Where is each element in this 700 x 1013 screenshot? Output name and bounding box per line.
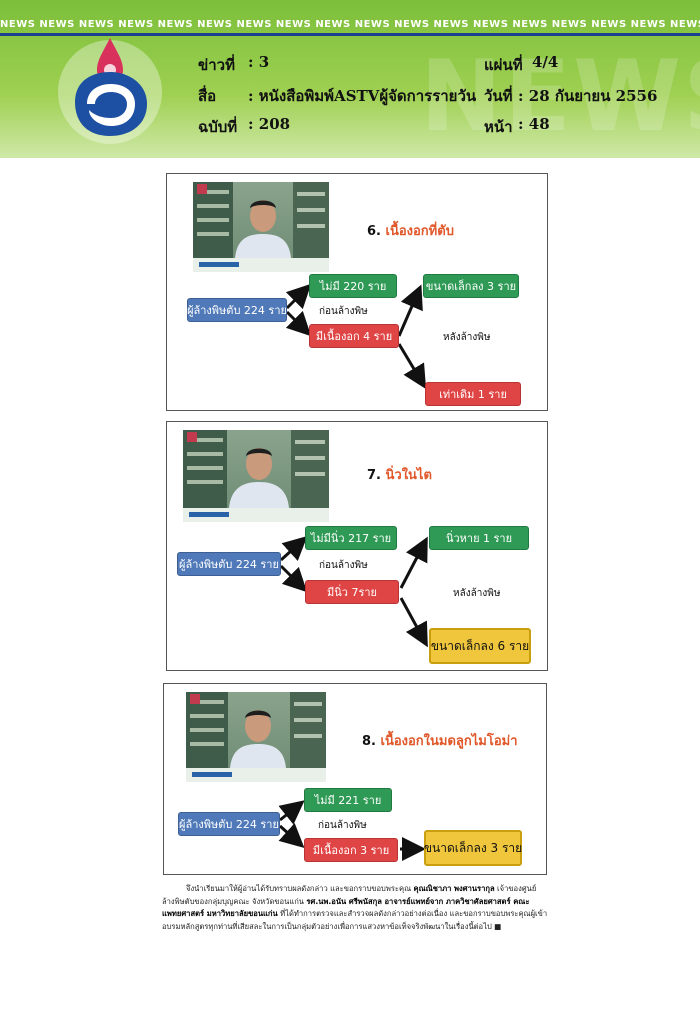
video-still-photo	[186, 692, 326, 782]
slide-title: 8. เนื้องอกในมดลูกไมโอม่า	[362, 730, 518, 751]
result-bottom-box: เท่าเดิม 1 ราย	[425, 382, 521, 406]
date-value: : 28 กันยายน 2556	[518, 87, 658, 105]
result-box: ขนาดเล็กลง 3 ราย	[424, 830, 522, 866]
after-label: หลังล้างพิษ	[443, 332, 491, 343]
article-text-2: คุณณิชาภา พงศานรากุล	[413, 884, 495, 893]
before-label: ก่อนล้างพิษ	[319, 306, 368, 317]
slide-number: 6.	[367, 224, 381, 239]
sheet-label: แผ่นที่	[484, 56, 523, 74]
branch-top-box: ไม่มี 220 ราย	[309, 274, 397, 298]
header-stripe	[0, 33, 700, 36]
result-bottom-box: ขนาดเล็กลง 6 ราย	[429, 628, 531, 664]
video-still-photo	[183, 430, 329, 522]
slide-title-text: เนื้องอกที่ตับ	[385, 224, 454, 239]
news-ticker: NEWS NEWS NEWS NEWS NEWS NEWS NEWS NEWS …	[0, 19, 700, 30]
branch-bottom-box: มีนิ่ว 7ราย	[305, 580, 399, 604]
news-number-label: ข่าวที่	[198, 56, 235, 74]
after-label: หลังล้างพิษ	[453, 588, 501, 599]
header-banner: NEWS NEWS NEWS NEWS NEWS NEWS NEWS NEWS …	[0, 0, 700, 158]
slide-title: 7. นิ่วในไต	[367, 464, 432, 485]
presenter-photo-icon	[193, 182, 329, 272]
slide-number: 7.	[367, 468, 381, 483]
media-value: : หนังสือพิมพ์ASTVผู้จัดการรายวัน	[248, 87, 477, 105]
news-number-value: : 3	[248, 53, 270, 71]
root-box: ผู้ล้างพิษตับ 224 ราย	[177, 552, 281, 576]
flow-arrows-icon	[279, 535, 428, 648]
slide-liver-tumor: 6. เนื้องอกที่ตับ ผู้ล้างพิษตับ 224 ราย …	[166, 173, 548, 411]
page-value: : 48	[518, 115, 550, 133]
article-text-1: จึงนำเรียนมาให้ผู้อ่านได้รับทราบผลดังกล่…	[186, 884, 414, 893]
slide-number: 8.	[362, 734, 376, 749]
issue-label: ฉบับที่	[198, 118, 238, 136]
branch-bottom-box: มีเนื้องอก 4 ราย	[309, 324, 399, 348]
article-paragraph: จึงนำเรียนมาให้ผู้อ่านได้รับทราบผลดังกล่…	[162, 883, 548, 933]
issue-value: : 208	[248, 115, 291, 133]
branch-top-box: ไม่มี 221 ราย	[304, 788, 392, 812]
presenter-photo-icon	[183, 430, 329, 522]
page-label: หน้า	[484, 118, 513, 136]
organization-logo-icon	[58, 38, 162, 144]
before-label: ก่อนล้างพิษ	[319, 560, 368, 571]
root-box: ผู้ล้างพิษตับ 224 ราย	[178, 812, 280, 836]
article-text-4: รศ.นพ.อนัน ศรีพนัสกุล อาจารย์แพทย์จาก ภา…	[162, 896, 530, 919]
media-label: สื่อ	[198, 87, 217, 105]
branch-top-box: ไม่มีนิ่ว 217 ราย	[305, 526, 397, 550]
root-box: ผู้ล้างพิษตับ 224 ราย	[187, 298, 287, 322]
result-top-box: นิ่วหาย 1 ราย	[429, 526, 529, 550]
slide-title-text: นิ่วในไต	[385, 468, 432, 483]
branch-bottom-box: มีเนื้องอก 3 ราย	[304, 838, 398, 862]
slide-title: 6. เนื้องอกที่ตับ	[367, 220, 454, 241]
video-still-photo	[193, 182, 329, 272]
slide-title-text: เนื้องอกในมดลูกไมโอม่า	[380, 734, 518, 749]
article-text-3: เจ้าของศูนย์ล้างพิษตับของกลุ่มบุญคณะ จัง…	[162, 884, 537, 906]
date-label: วันที่	[484, 87, 513, 105]
flow-arrows-icon	[285, 283, 427, 390]
article-text-5: ที่ได้ทำการตรวจและสำรวจผลดังกล่าวอย่างต่…	[162, 909, 548, 931]
flow-arrows-icon	[278, 800, 426, 861]
news-watermark: NEWS	[420, 40, 700, 154]
slide-uterine-myoma: 8. เนื้องอกในมดลูกไมโอม่า ผู้ล้างพิษตับ …	[163, 683, 547, 875]
presenter-photo-icon	[186, 692, 326, 782]
result-top-box: ขนาดเล็กลง 3 ราย	[423, 274, 519, 298]
sheet-value: 4/4	[532, 53, 559, 71]
before-label: ก่อนล้างพิษ	[318, 820, 367, 831]
slide-kidney-stone: 7. นิ่วในไต ผู้ล้างพิษตับ 224 ราย ไม่มีน…	[166, 421, 548, 671]
